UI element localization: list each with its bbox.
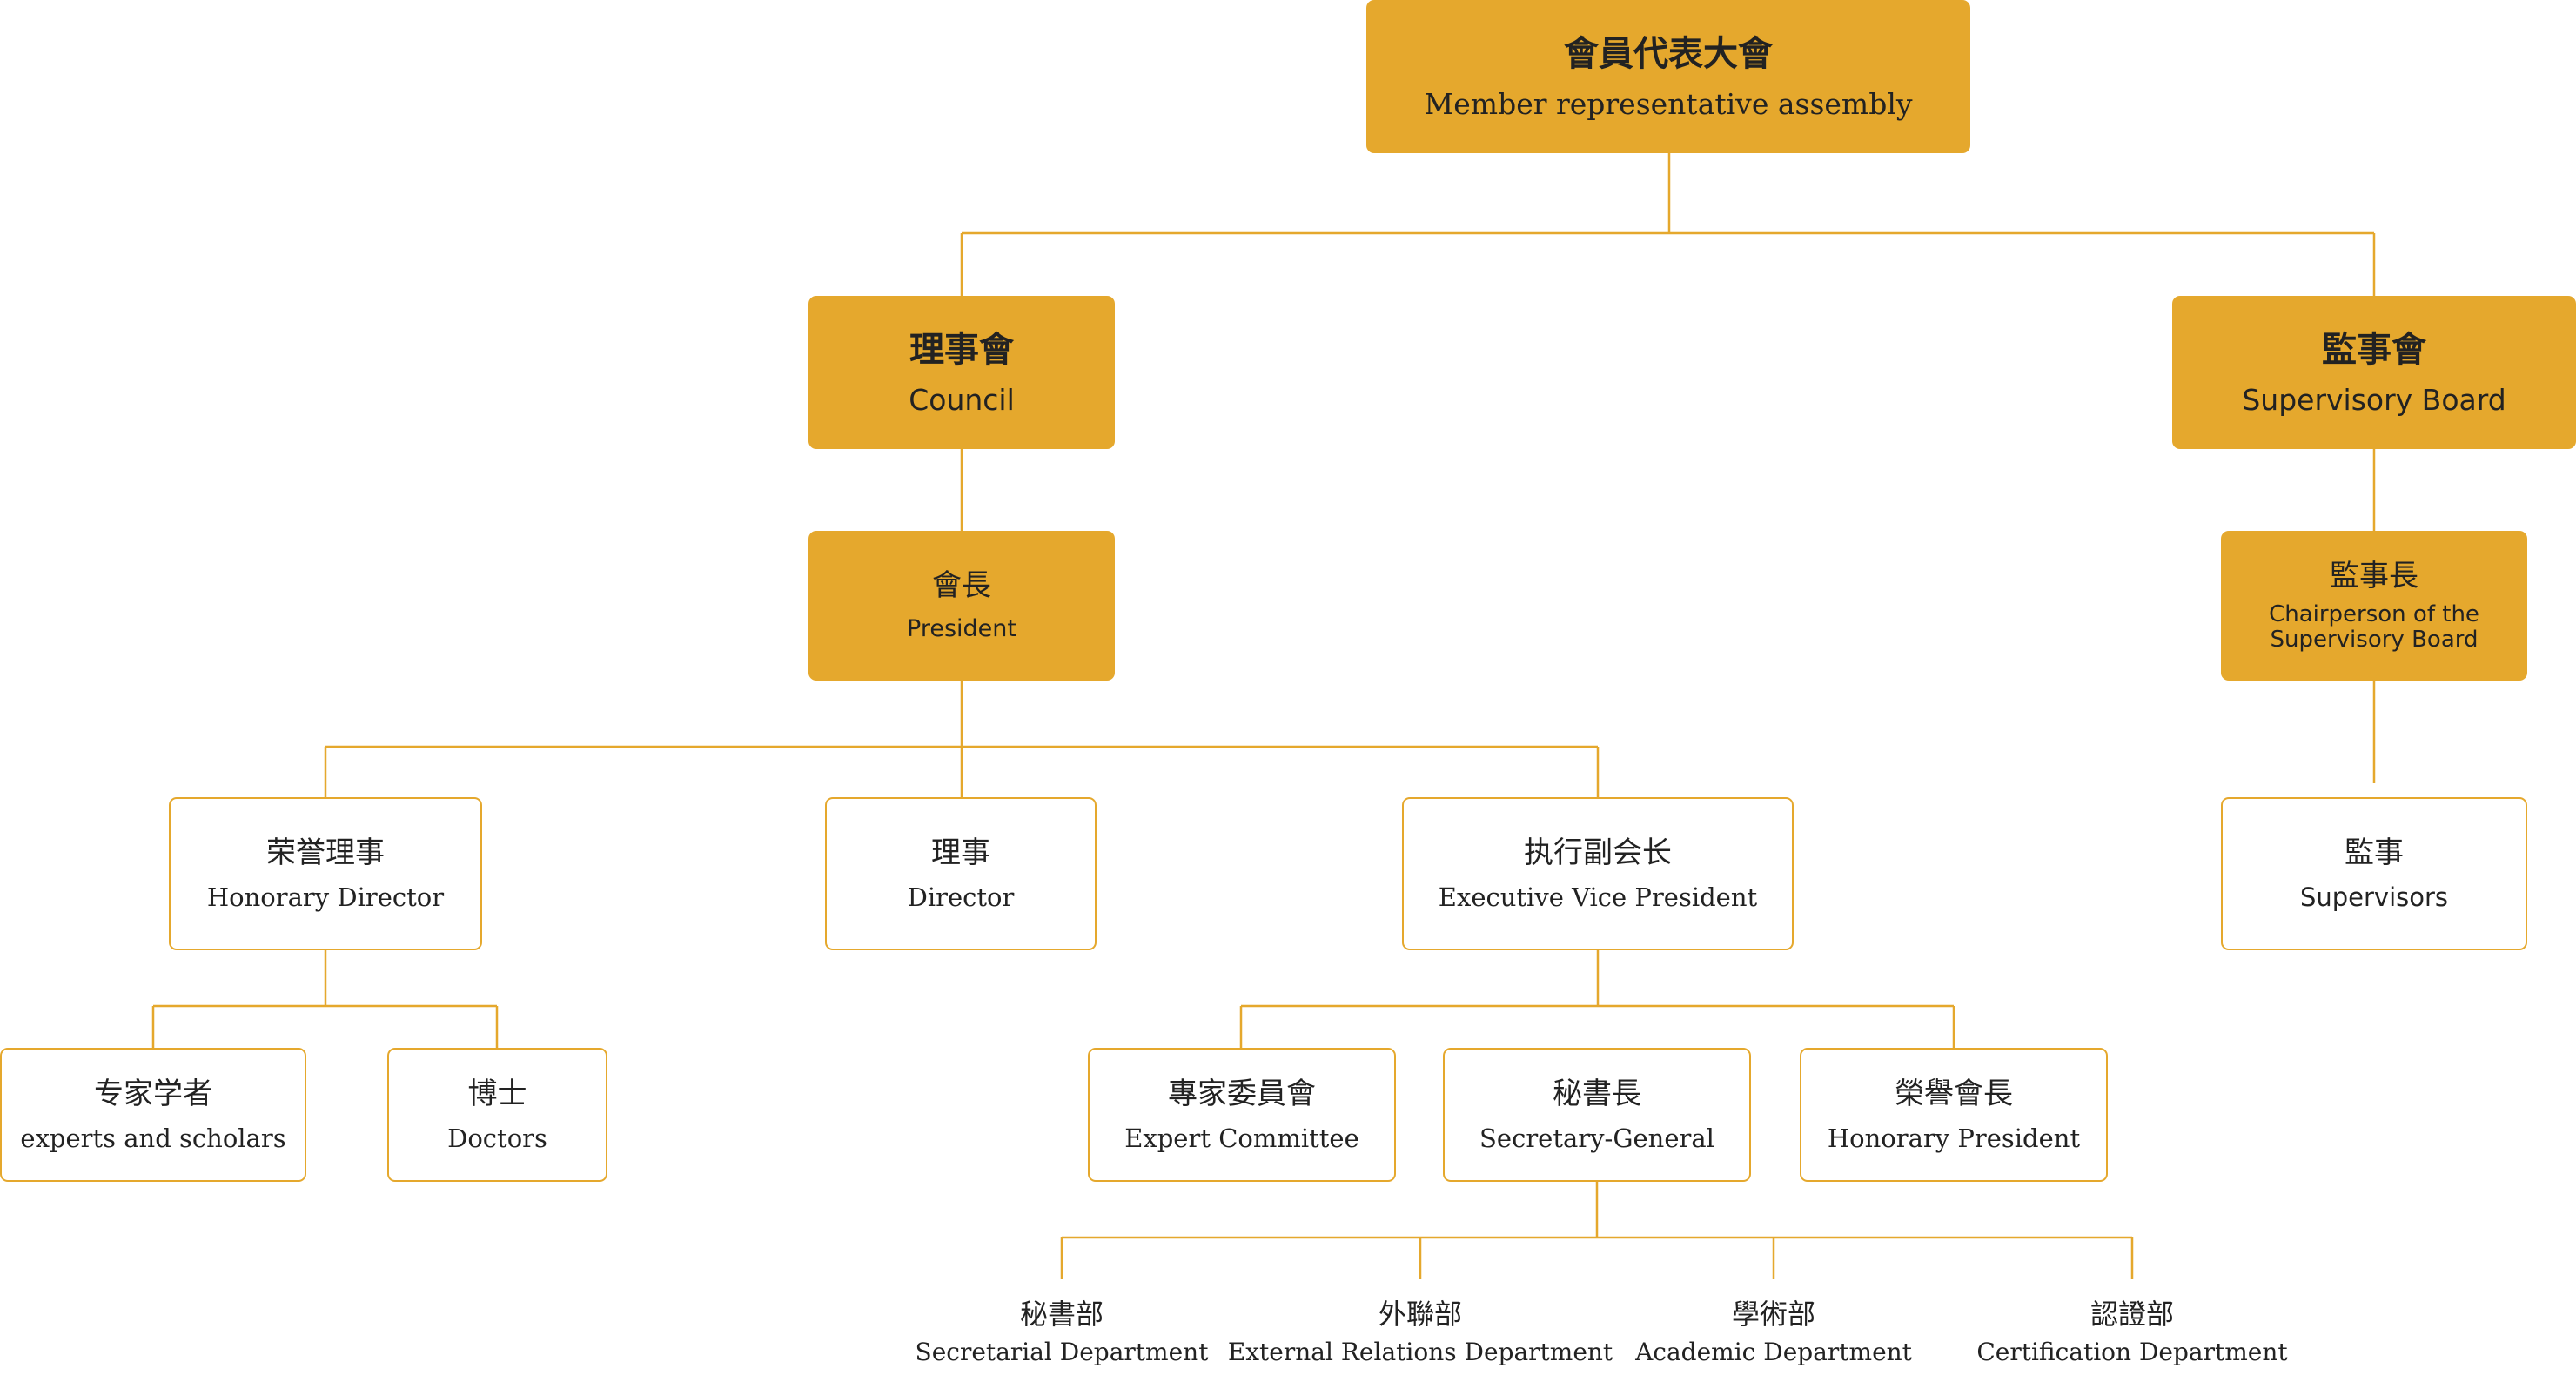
honorary-president-title-en: Honorary President [1827,1123,2081,1154]
supervisors-title-zh: 監事 [2345,835,2404,871]
doctors-box: 博士 Doctors [387,1048,607,1182]
experts-box: 专家学者 experts and scholars [0,1048,306,1182]
department-item: 學術部 Academic Department [1635,1298,1912,1365]
president-title-zh: 會長 [932,568,991,604]
exec-vice-president-title-zh: 执行副会长 [1524,835,1672,871]
supervisory-board-title-en: Supervisory Board [2242,382,2506,417]
chair-supervisory-title-zh: 監事長 [2330,558,2418,594]
department-zh: 學術部 [1731,1298,1816,1331]
director-title-en: Director [907,882,1015,913]
exec-vice-president-title-en: Executive Vice President [1438,882,1758,913]
president-box: 會長 President [808,531,1115,681]
chair-supervisory-box: 監事長 Chairperson of the Supervisory Board [2221,531,2527,681]
honorary-director-title-zh: 荣誉理事 [266,835,385,871]
supervisors-box: 監事 Supervisors [2221,797,2527,950]
assembly-title-zh: 會員代表大會 [1564,32,1773,74]
exec-vice-president-box: 执行副会长 Executive Vice President [1402,797,1794,950]
honorary-director-box: 荣誉理事 Honorary Director [169,797,482,950]
secretary-general-title-zh: 秘書長 [1553,1077,1641,1112]
council-title-en: Council [909,382,1015,417]
director-box: 理事 Director [825,797,1097,950]
department-item: 外聯部 External Relations Department [1228,1298,1613,1365]
department-zh: 秘書部 [1019,1298,1104,1331]
doctors-title-en: Doctors [447,1123,547,1154]
department-item: 認證部 Certification Department [1976,1298,2287,1365]
honorary-president-title-zh: 榮譽會長 [1895,1077,2013,1112]
department-en: External Relations Department [1227,1337,1613,1366]
department-item: 秘書部 Secretarial Department [916,1298,1209,1365]
department-en: Academic Department [1635,1337,1912,1366]
department-en: Secretarial Department [915,1337,1209,1366]
chair-supervisory-title-en: Chairperson of the Supervisory Board [2269,600,2479,653]
expert-committee-title-zh: 專家委員會 [1168,1077,1316,1112]
council-title-zh: 理事會 [909,328,1014,370]
secretary-general-title-en: Secretary-General [1479,1123,1714,1154]
assembly-box: 會員代表大會 Member representative assembly [1366,0,1970,153]
assembly-title-en: Member representative assembly [1424,86,1913,121]
secretary-general-box: 秘書長 Secretary-General [1443,1048,1751,1182]
doctors-title-zh: 博士 [467,1077,527,1112]
president-title-en: President [907,615,1016,643]
department-zh: 認證部 [2090,1298,2175,1331]
department-en: Certification Department [1976,1337,2288,1366]
director-title-zh: 理事 [931,835,990,871]
council-box: 理事會 Council [808,296,1115,449]
supervisors-title-en: Supervisors [2299,882,2449,913]
experts-title-zh: 专家学者 [94,1077,212,1112]
expert-committee-box: 專家委員會 Expert Committee [1088,1048,1396,1182]
supervisory-board-title-zh: 監事會 [2322,328,2426,370]
experts-title-en: experts and scholars [20,1123,286,1154]
supervisory-board-box: 監事會 Supervisory Board [2172,296,2576,449]
department-zh: 外聯部 [1378,1298,1462,1331]
honorary-president-box: 榮譽會長 Honorary President [1800,1048,2108,1182]
honorary-director-title-en: Honorary Director [206,882,445,913]
expert-committee-title-en: Expert Committee [1124,1123,1359,1154]
